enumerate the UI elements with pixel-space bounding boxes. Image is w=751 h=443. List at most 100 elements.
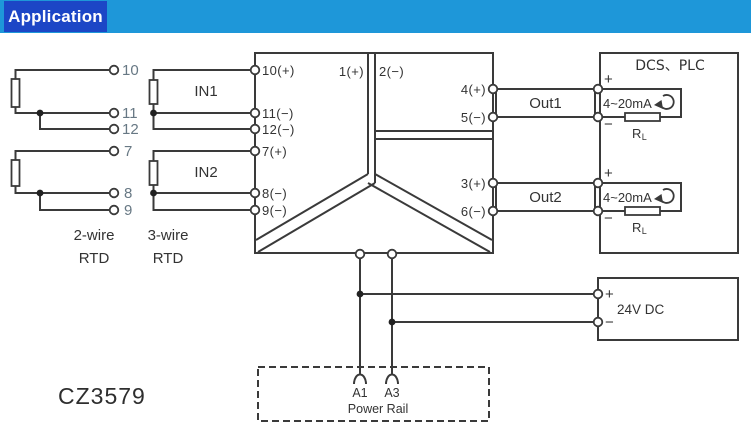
dcs-terminal-out1-plus <box>592 83 604 95</box>
junction-dot <box>356 290 364 298</box>
isolator-label-12: 12(−) <box>262 122 295 137</box>
isolator-terminal-6 <box>487 205 499 217</box>
supply-terminal-plus <box>592 288 604 300</box>
out1-plus-sign: + <box>604 71 613 88</box>
out1-load-sub: L <box>641 132 648 142</box>
terminal-number-7: 7 <box>124 143 133 160</box>
out1-box <box>495 88 596 118</box>
supply-minus-sign: − <box>605 314 614 331</box>
terminal-number-12: 12 <box>122 121 139 138</box>
junction-dot <box>36 109 44 117</box>
isolator-terminal-7 <box>249 145 261 157</box>
isolator-label-5: 5(−) <box>460 110 486 125</box>
rail-socket-a1-icon <box>353 373 367 385</box>
isolator-label-3: 3(+) <box>460 176 486 191</box>
out2-plus-sign: + <box>604 165 613 182</box>
junction-dot <box>150 109 157 117</box>
isolator-terminal-10 <box>249 64 261 76</box>
supply-label: 24V DC <box>617 302 665 317</box>
two-wire-label: 2-wire <box>73 227 115 244</box>
rtd2-wires <box>14 150 110 211</box>
dcs-terminal-out1-minus <box>592 111 604 123</box>
out2-load-sub: L <box>641 226 648 236</box>
isolator-terminal-5 <box>487 111 499 123</box>
isolation-chevron-upper-left <box>255 173 369 241</box>
header-tab: Application <box>4 1 107 32</box>
isolator-terminal-8 <box>249 187 261 199</box>
dcs-terminal-out2-plus <box>592 177 604 189</box>
out2-load-resistor-icon <box>624 206 661 216</box>
terminal-circle-7 <box>108 145 120 157</box>
header-banner: Application <box>0 0 751 33</box>
isolation-chevron-upper-right <box>374 173 493 241</box>
terminal-circle-10 <box>108 64 120 76</box>
two-wire-rtd-label: RTD <box>78 250 110 267</box>
terminal-circle-12 <box>108 123 120 135</box>
terminal-circle-9 <box>108 204 120 216</box>
out1-load-resistor-icon <box>624 112 661 122</box>
power-rail-box <box>257 366 490 422</box>
junction-dot <box>388 318 396 326</box>
rail-socket-a3-icon <box>385 373 399 385</box>
terminal-number-8: 8 <box>124 185 133 202</box>
isolator-terminal-4 <box>487 83 499 95</box>
out2-load-label: RL <box>632 221 647 236</box>
out2-minus-sign: − <box>604 210 613 227</box>
isolator-label-6: 6(−) <box>460 204 486 219</box>
out2-load-r: R <box>632 220 642 235</box>
loop1-arrowhead-icon <box>654 100 663 109</box>
terminal-circle-11 <box>108 107 120 119</box>
rtd2-resistor-icon <box>10 159 21 187</box>
isolator-terminal-11 <box>249 107 261 119</box>
isolator-label-10: 10(+) <box>262 63 295 78</box>
out1-label: Out1 <box>529 95 562 112</box>
out1-load-r: R <box>632 126 642 141</box>
terminal-number-11: 11 <box>122 105 138 122</box>
isolator-terminal-12 <box>249 123 261 135</box>
supply-box <box>597 277 739 341</box>
model-label: CZ3579 <box>58 383 146 409</box>
out1-load-label: RL <box>632 127 647 142</box>
dcs-plc-title: DCS、PLC <box>635 58 705 74</box>
rail-a3-label: A3 <box>384 386 400 400</box>
isolator-label-8: 8(−) <box>262 186 288 201</box>
page-title: Application <box>8 6 103 26</box>
isolator-label-11: 11(−) <box>262 106 294 121</box>
terminal-number-9: 9 <box>124 202 133 219</box>
input1-label: IN1 <box>194 83 218 100</box>
supply-plus-sign: + <box>605 286 614 303</box>
isolator-label-7: 7(+) <box>262 144 288 159</box>
out2-box <box>495 182 596 212</box>
out2-label: Out2 <box>529 189 562 206</box>
isolation-chevron-lower-left <box>257 182 376 253</box>
in1-resistor-icon <box>148 79 159 105</box>
supply-terminal-minus <box>592 316 604 328</box>
out1-range-label: 4~20mA <box>603 96 652 111</box>
power-rail-label: Power Rail <box>347 402 409 416</box>
rtd1-wires <box>14 69 110 130</box>
loop1-arrow-icon <box>660 94 675 110</box>
rtd1-resistor-icon <box>10 78 21 108</box>
terminal-number-10: 10 <box>122 62 139 79</box>
out2-range-label: 4~20mA <box>603 190 652 205</box>
junction-dot <box>150 189 157 197</box>
isolator-label-1: 1(+) <box>338 64 364 79</box>
junction-dot <box>36 189 44 197</box>
input2-label: IN2 <box>194 164 218 181</box>
terminal-circle-8 <box>108 187 120 199</box>
isolator-label-4: 4(+) <box>460 82 486 97</box>
dcs-terminal-out2-minus <box>592 205 604 217</box>
in2-resistor-icon <box>148 160 159 186</box>
loop2-arrow-icon <box>660 188 675 204</box>
rail-a1-label: A1 <box>352 386 368 400</box>
isolator-terminal-a1 <box>354 248 366 260</box>
isolator-terminal-3 <box>487 177 499 189</box>
out1-minus-sign: − <box>604 116 613 133</box>
isolator-terminal-9 <box>249 204 261 216</box>
isolator-terminal-a3 <box>386 248 398 260</box>
isolation-chevron-lower-right <box>367 182 491 253</box>
isolator-label-2: 2(−) <box>379 64 405 79</box>
loop2-arrowhead-icon <box>654 194 663 203</box>
